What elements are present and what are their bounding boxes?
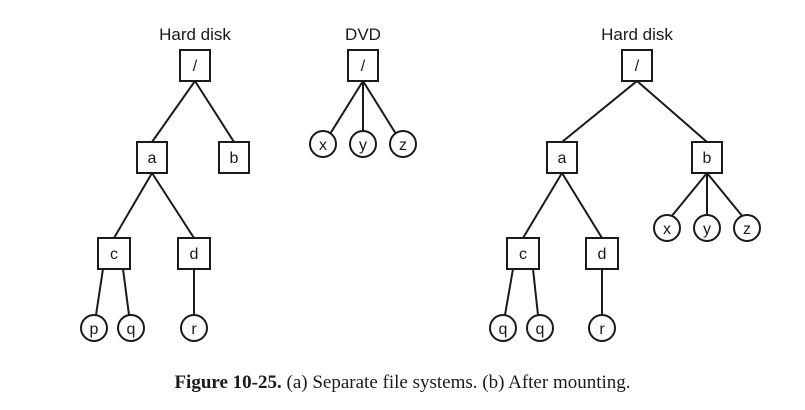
file-node-y: [693, 214, 721, 242]
node-label: c: [110, 246, 118, 263]
node-label: r: [599, 321, 605, 338]
file-node-r: [588, 314, 616, 342]
directory-node-a: [136, 141, 168, 174]
file-node-x: [309, 130, 337, 158]
tree-hard-disk-b: Hard disk / a b c d q q r x y z: [489, 25, 761, 342]
figure-caption-label: Figure 10-25.: [174, 372, 282, 393]
root-directory-node: [179, 49, 211, 82]
node-label: /: [193, 58, 198, 75]
node-label: b: [703, 150, 712, 167]
file-node-x: [653, 214, 681, 242]
edge: [504, 268, 514, 316]
directory-node-a: [546, 141, 578, 174]
edge: [194, 80, 235, 143]
node-label: p: [90, 321, 99, 338]
directory-node-c: [506, 237, 540, 270]
edge: [329, 80, 364, 135]
file-node-z: [733, 214, 761, 242]
edge: [522, 172, 563, 239]
node-label: a: [558, 150, 567, 167]
edge: [561, 172, 603, 239]
dvd-root-directory-node: [347, 49, 379, 82]
node-label: c: [519, 246, 527, 263]
edge: [151, 80, 196, 143]
directory-node-c: [97, 237, 131, 270]
figure-caption-text: (a) Separate file systems. (b) After mou…: [286, 372, 631, 393]
root-directory-node: [621, 49, 653, 82]
figure-caption: Figure 10-25. (a) Separate file systems.…: [0, 372, 805, 394]
file-node-q: [489, 314, 517, 342]
file-node-q: [117, 314, 145, 342]
tree-hard-disk-a: Hard disk / a b c d p q r: [80, 25, 250, 342]
node-label: /: [635, 58, 640, 75]
title-hard-disk-a: Hard disk: [159, 25, 231, 44]
file-node-z: [389, 130, 417, 158]
file-node-p: [80, 314, 108, 342]
directory-node-b: [218, 141, 250, 174]
title-dvd: DVD: [345, 25, 381, 44]
node-label: d: [190, 246, 199, 263]
node-label: /: [361, 58, 366, 75]
edge: [670, 172, 708, 218]
node-label: x: [319, 137, 327, 154]
edge: [122, 268, 130, 316]
node-label: z: [743, 221, 751, 238]
edge: [113, 172, 153, 239]
directory-node-d: [177, 237, 211, 270]
edge: [151, 172, 195, 239]
node-label: d: [598, 246, 607, 263]
node-label: z: [399, 137, 407, 154]
title-hard-disk-b: Hard disk: [601, 25, 673, 44]
edge: [95, 268, 104, 316]
tree-dvd: DVD / x y z: [309, 25, 417, 158]
node-label: q: [127, 321, 136, 338]
node-label: q: [536, 321, 545, 338]
node-label: b: [230, 150, 239, 167]
directory-node-b: [691, 141, 723, 174]
node-label: a: [148, 150, 157, 167]
file-node-r: [180, 314, 208, 342]
edge: [561, 80, 638, 143]
node-label: x: [663, 221, 671, 238]
edge: [636, 80, 708, 143]
node-label: y: [359, 137, 367, 154]
file-node-q: [526, 314, 554, 342]
directory-node-d: [585, 237, 619, 270]
edge: [362, 80, 397, 135]
edge: [532, 268, 539, 316]
node-label: r: [191, 321, 197, 338]
edge: [706, 172, 744, 218]
file-node-y: [349, 130, 377, 158]
node-label: y: [703, 221, 711, 238]
node-label: q: [499, 321, 508, 338]
